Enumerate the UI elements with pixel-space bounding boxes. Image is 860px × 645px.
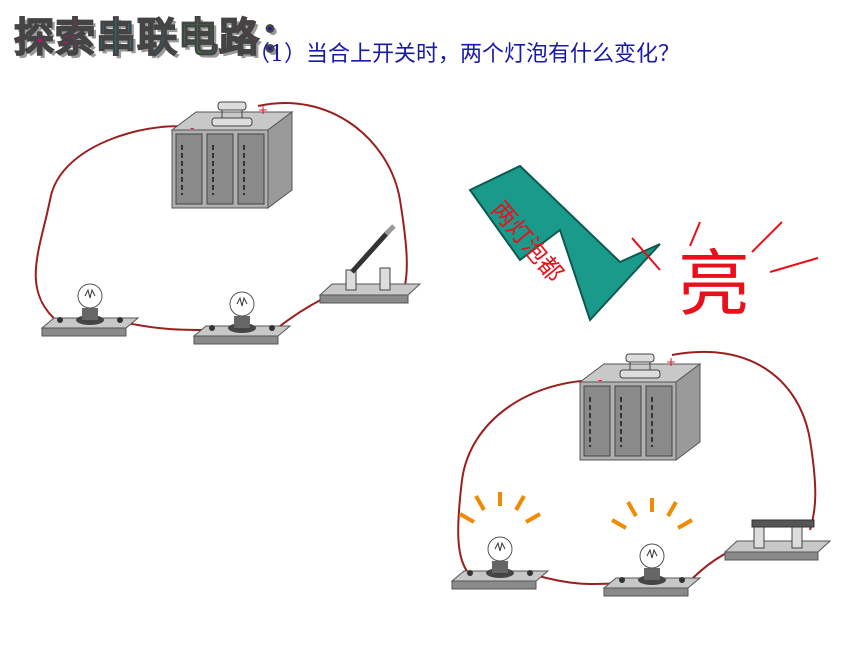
- title-char: 路: [218, 15, 260, 61]
- slide-title: 探索串联电路：: [13, 15, 301, 61]
- knife-switch-icon: [723, 519, 832, 561]
- knife-switch-icon: [318, 224, 422, 304]
- light-bulb-icon: [41, 283, 139, 337]
- result-text: 亮: [678, 242, 751, 326]
- bulb-glow: [459, 492, 693, 530]
- open-circuit: [34, 101, 422, 345]
- title-char: 串: [95, 15, 137, 61]
- title-char: 电: [177, 15, 219, 61]
- light-bulb-icon: [603, 543, 701, 597]
- light-bulb-icon: [451, 536, 549, 590]
- title-char: 联: [136, 15, 178, 61]
- battery-icon: [171, 101, 293, 209]
- title-char: 探: [13, 15, 55, 61]
- battery-icon: [579, 353, 701, 461]
- closed-circuit: [451, 350, 832, 597]
- result-arrow: [468, 164, 661, 322]
- light-rays: [631, 221, 819, 273]
- light-bulb-icon: [193, 291, 291, 345]
- question-text: （1）当合上开关时，两个灯泡有什么变化？: [248, 42, 680, 67]
- title-char: ：: [259, 15, 301, 61]
- title-char: 索: [54, 15, 96, 61]
